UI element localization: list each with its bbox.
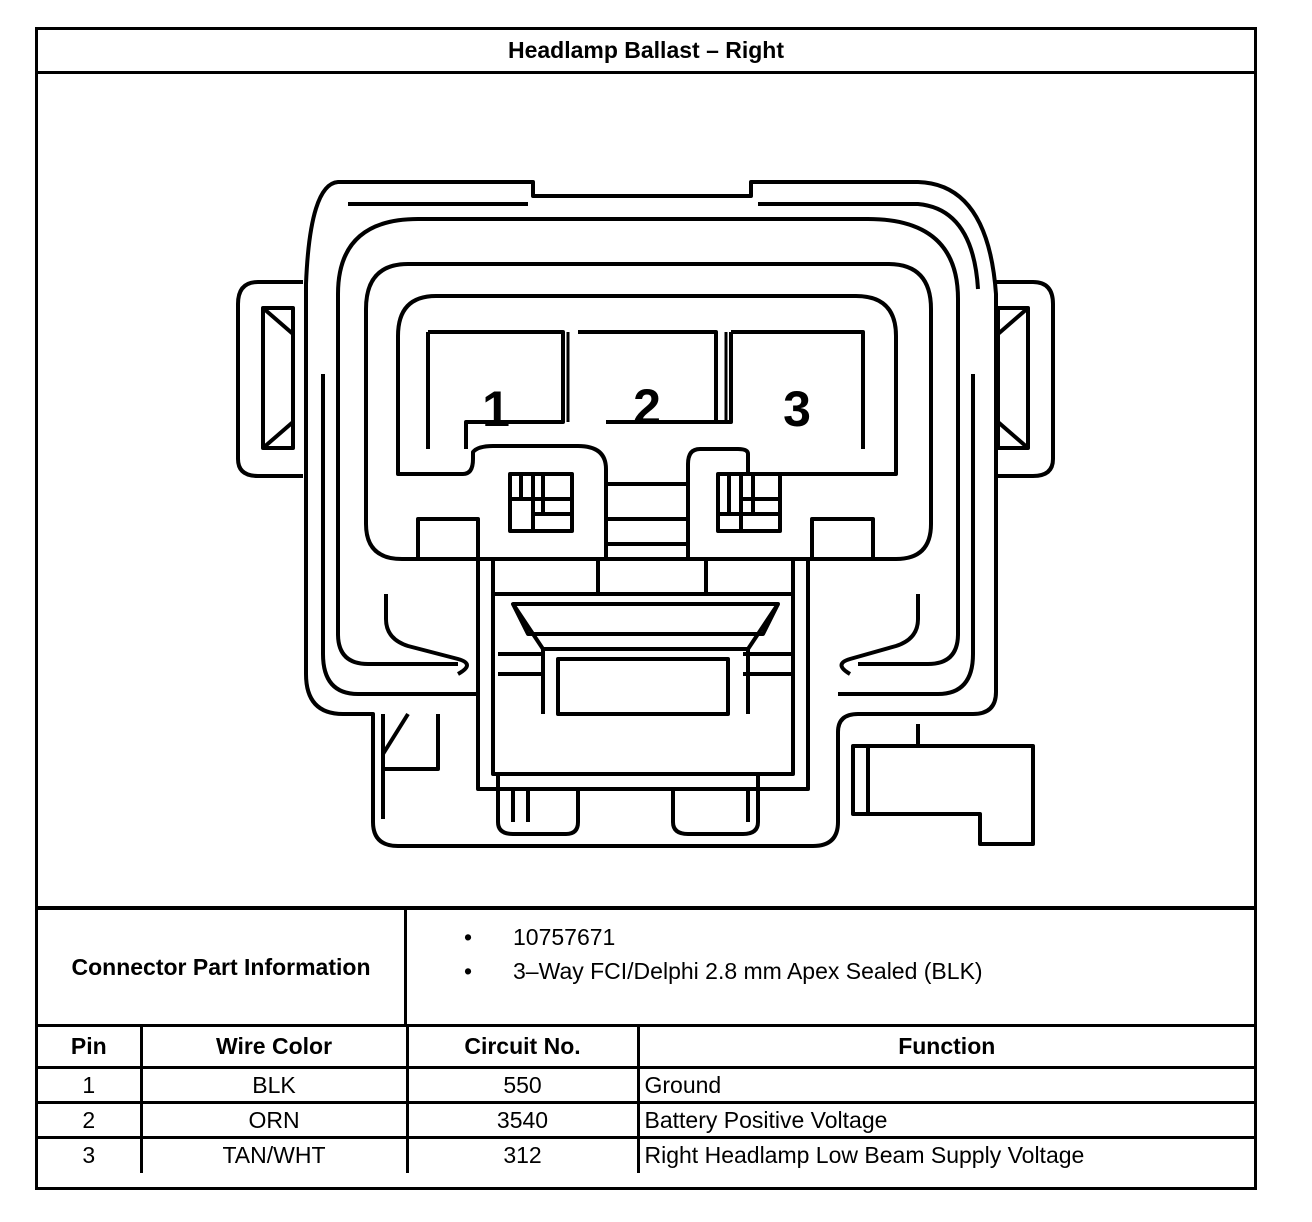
terminal-blades [416,472,876,561]
page-title: Headlamp Ballast – Right [38,30,1254,74]
header-pin: Pin [38,1024,143,1069]
header-function: Function [636,1024,1254,1069]
part-number: 10757671 [513,924,616,950]
wire-color-cell: TAN/WHT [139,1136,409,1173]
header-wire-color: Wire Color [139,1024,409,1069]
part-info-item: • 10757671 [407,920,983,954]
connector-sheet: Headlamp Ballast – Right [35,27,1257,1190]
table-row: 2 ORN 3540 Battery Positive Voltage [38,1101,1254,1139]
function-cell: Ground [636,1066,1254,1104]
pin-cell: 2 [38,1101,143,1139]
outer-housing [304,180,998,848]
right-latch [996,280,1055,478]
function-cell: Right Headlamp Low Beam Supply Voltage [636,1136,1254,1173]
bullet-icon: • [464,924,473,950]
connector-drawing: 1 2 3 [38,74,1254,908]
left-latch [236,280,303,478]
function-cell: Battery Positive Voltage [636,1101,1254,1139]
cavity-well [364,262,933,561]
inner-frame [336,217,960,666]
connector-face-svg: 1 2 3 [236,180,1055,848]
circuit-cell: 312 [405,1136,640,1173]
cavity-label-2: 2 [633,379,661,435]
part-info-list: • 10757671 • 3–Way FCI/Delphi 2.8 mm Ape… [407,920,983,988]
wire-color-cell: BLK [139,1066,409,1104]
side-clip [851,724,1035,846]
part-info-label: Connector Part Information [38,910,407,1024]
connector-part-info: Connector Part Information • 10757671 • … [38,906,1254,1024]
header-circuit: Circuit No. [405,1024,640,1069]
cavity-labels: 1 2 3 [482,379,811,437]
circuit-cell: 3540 [405,1101,640,1139]
bottom-legs [381,712,760,836]
table-row: 3 TAN/WHT 312 Right Headlamp Low Beam Su… [38,1136,1254,1173]
connector-description: 3–Way FCI/Delphi 2.8 mm Apex Sealed (BLK… [513,958,983,984]
wire-color-cell: ORN [139,1101,409,1139]
lock-slot [384,559,920,791]
table-header-row: Pin Wire Color Circuit No. Function [38,1024,1254,1069]
circuit-cell: 550 [405,1066,640,1104]
pin-table: Pin Wire Color Circuit No. Function 1 BL… [38,1024,1254,1173]
bullet-icon: • [464,958,473,984]
cavity-label-3: 3 [783,381,811,437]
cavity-boxes [426,330,865,449]
part-info-item: • 3–Way FCI/Delphi 2.8 mm Apex Sealed (B… [407,954,983,988]
cavity-label-1: 1 [482,381,510,437]
pin-cell: 3 [38,1136,143,1173]
pin-cell: 1 [38,1066,143,1104]
table-row: 1 BLK 550 Ground [38,1066,1254,1104]
